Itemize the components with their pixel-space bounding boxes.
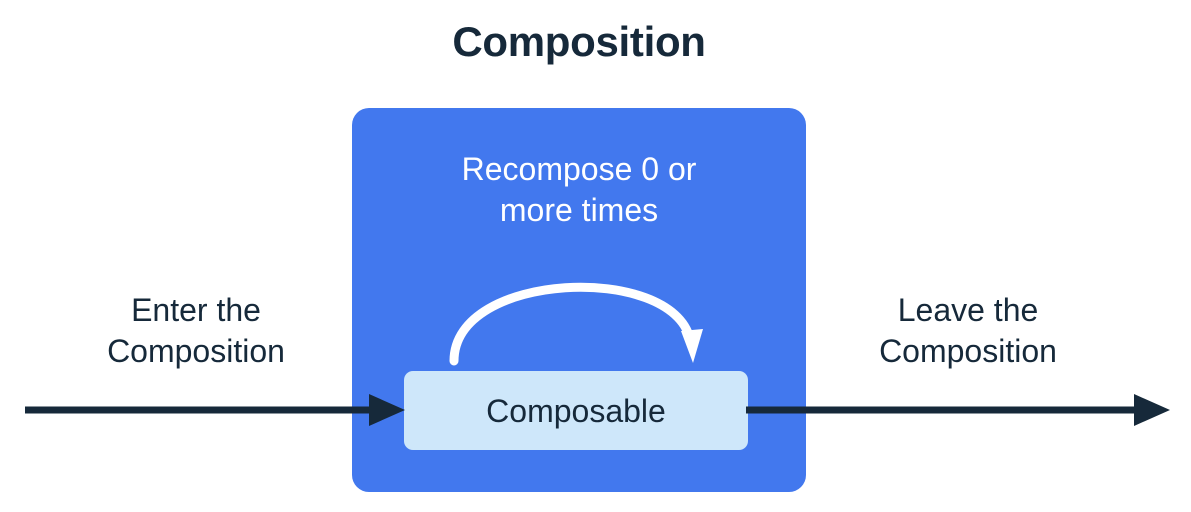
leave-flow-right-arrow-icon — [746, 394, 1170, 426]
leave-composition-label: Leave the Composition — [812, 290, 1124, 372]
enter-label-line-2: Composition — [107, 333, 285, 369]
recompose-caption-line-1: Recompose 0 or — [461, 151, 697, 187]
composable-box: Composable — [404, 371, 748, 450]
recompose-caption-line-2: more times — [499, 192, 659, 228]
leave-label-line-1: Leave the — [897, 292, 1039, 328]
curved-loop-arrow-icon — [449, 282, 703, 366]
enter-label-line-1: Enter the — [131, 292, 261, 328]
page-title: Composition — [452, 18, 706, 65]
leave-label-line-2: Composition — [879, 333, 1057, 369]
composable-label: Composable — [486, 392, 666, 429]
recompose-caption: Recompose 0 or more times — [352, 149, 806, 231]
enter-composition-label: Enter the Composition — [40, 290, 352, 372]
enter-flow-right-arrow-icon — [25, 394, 405, 426]
